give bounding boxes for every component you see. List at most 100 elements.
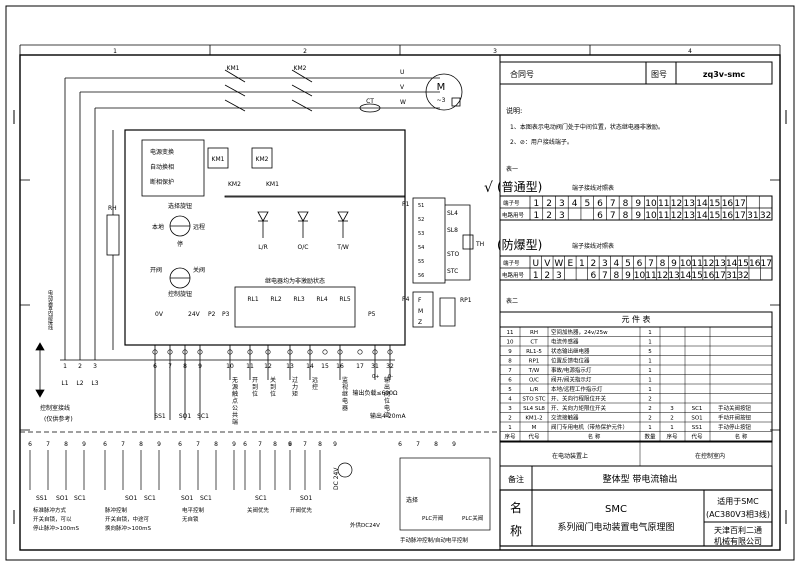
- output-load: 输出负载≤600Ω: [352, 389, 397, 397]
- terminal-3: 3: [93, 363, 97, 370]
- explosion-type-title: (防爆型): [497, 237, 542, 252]
- hdr-code: 代号: [528, 433, 540, 441]
- explosion-cell: 8: [614, 271, 620, 281]
- explosion-cell: 12: [703, 259, 714, 269]
- terminal-1: 1: [63, 363, 67, 370]
- led-lr-label: L/R: [258, 244, 268, 251]
- sig-plus: 0+: [372, 374, 379, 380]
- terminal-num: 11: [246, 363, 254, 370]
- terminal-num: 16: [336, 363, 344, 370]
- comp-no: 3: [508, 406, 512, 412]
- normal-cell: 10: [645, 199, 657, 209]
- terminal-dot: [247, 349, 253, 355]
- sig-minus: 0-: [388, 374, 393, 380]
- label-p4: P4: [402, 296, 410, 303]
- pin-55: 55: [418, 259, 424, 265]
- label-phase-v: V: [400, 84, 405, 91]
- hdr-no-2: 序号: [666, 433, 678, 441]
- normal-type-title: (普通型): [497, 180, 542, 194]
- comp-no: 11: [507, 330, 514, 336]
- terminal-num: 6: [153, 363, 157, 370]
- explosion-cell: V: [544, 259, 551, 269]
- plc-select: 选择: [406, 496, 418, 504]
- normal-cell: 15: [709, 199, 720, 209]
- explosion-cell: 3: [602, 259, 608, 269]
- explosion-cell: W: [554, 259, 563, 269]
- note-2: 2、⊘：用户接线端子。: [510, 138, 573, 146]
- explosion-cell: 7: [648, 259, 654, 269]
- supply-caption: 电动装置内部接线: [47, 289, 53, 330]
- drawing-label: 图号: [651, 70, 667, 79]
- comp-no: 8: [508, 359, 512, 365]
- explosion-cell: 12: [657, 271, 668, 281]
- explosion-cell: 3: [556, 271, 562, 281]
- relay-rl3: RL3: [293, 296, 305, 303]
- voltage-spec: (AC380V3相3线): [706, 509, 770, 519]
- label-stop: 停: [177, 240, 183, 248]
- label-motor-phase: ~3: [437, 97, 446, 104]
- side-code: SC1: [692, 406, 703, 412]
- normal-cell: 14: [696, 211, 708, 221]
- terminal-dot: [307, 349, 313, 355]
- terminal-dot: [167, 349, 173, 355]
- control-caption-1: 控制室接线: [40, 404, 70, 412]
- explosion-cell: 9: [671, 259, 677, 269]
- variant-terminal-num: 7: [258, 441, 262, 448]
- relay-rl4: RL4: [316, 296, 328, 303]
- vertical-label: 过力矩: [292, 376, 298, 398]
- hdr-name: 名 称: [588, 433, 601, 441]
- explosion-cell: 15: [737, 259, 748, 269]
- pin-52: 52: [418, 217, 424, 223]
- comp-desc: 状态输出继电器: [551, 347, 590, 355]
- dc-24v: DC 24V: [333, 467, 340, 490]
- comp-desc: 阀门专用电机（带热保护元件）: [551, 423, 628, 431]
- terminal-num: 10: [226, 363, 234, 370]
- vertical-label: 开到位: [252, 377, 258, 398]
- note-1: 1、本图表示电动阀门处于中间位置，状态继电器非激励。: [510, 123, 664, 131]
- plc-caption: 手动脉冲控制/自动电平控制: [400, 536, 468, 544]
- hdr-no: 序号: [504, 433, 516, 441]
- explosion-cell: 11: [645, 271, 656, 281]
- terminal-num: 7: [168, 363, 172, 370]
- comp-code: T/W: [528, 368, 540, 374]
- label-motor: M: [437, 82, 446, 93]
- comp-qty: 1: [648, 378, 652, 384]
- variant-terminal-num: 8: [139, 441, 143, 448]
- normal-cell: 5: [584, 199, 590, 209]
- explosion-cell: 2: [591, 259, 597, 269]
- explosion-cell: E: [567, 259, 573, 269]
- comp-no: 6: [508, 378, 512, 384]
- explosion-cell: 14: [726, 259, 738, 269]
- terminal-num: 17: [356, 363, 364, 370]
- explosion-row1-label: 端子号: [503, 259, 520, 267]
- footer-in-control-room: 在控制室内: [695, 452, 725, 460]
- vertical-label: 输出阀位电流: [384, 376, 390, 419]
- comp-qty: 1: [648, 340, 652, 346]
- explosion-row2-label: 电路用号: [502, 271, 525, 279]
- label-remote: 远程: [193, 223, 205, 231]
- limit-switch-block: [412, 197, 446, 284]
- comp-desc: 空间加热器，24v/25w: [551, 328, 608, 336]
- coil-km1-icon: [207, 147, 229, 169]
- terminal-num: 32: [386, 363, 394, 370]
- terminal-2: 2: [78, 363, 82, 370]
- variant-terminal-num: 9: [82, 441, 86, 448]
- cap-level-2: 无自锁: [182, 515, 199, 523]
- ss-label-2: SO1: [179, 413, 192, 420]
- label-p3: P3: [222, 311, 230, 318]
- variant-terminal-num: 8: [434, 441, 438, 448]
- outer-frame: [5, 5, 795, 561]
- terminal-num: 15: [321, 363, 329, 370]
- vertical-label: 监视继电器: [342, 376, 348, 412]
- comp-code: SL4 SL8: [523, 406, 545, 412]
- label-ct: CT: [366, 98, 374, 105]
- coil-km2: KM2: [256, 156, 269, 163]
- comp-desc: 本地/远程工作指示灯: [551, 385, 603, 393]
- normal-cell: 17: [734, 199, 745, 209]
- variant-terminal-num: 9: [232, 441, 236, 448]
- sc-2: SC1: [144, 495, 156, 502]
- pin-m: M: [418, 308, 423, 315]
- cap-open-first: 开阀优先: [290, 506, 313, 514]
